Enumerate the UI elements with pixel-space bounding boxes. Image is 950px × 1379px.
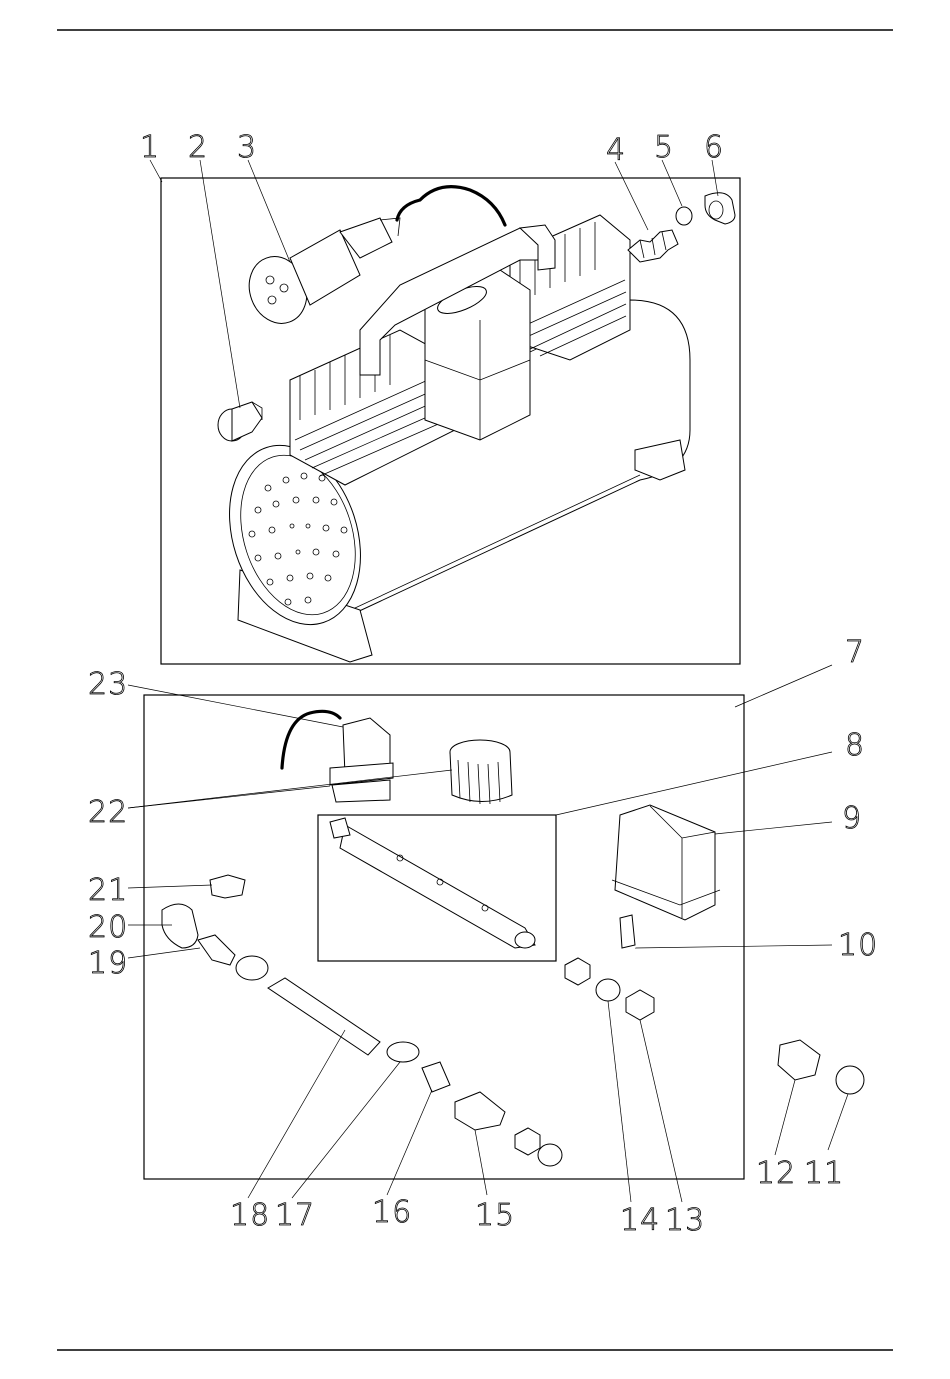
knob <box>450 740 512 804</box>
callout-5: 5 <box>654 130 674 165</box>
callout-20: 20 <box>88 910 128 945</box>
nipple-10 <box>620 915 635 948</box>
callout-18: 18 <box>230 1198 270 1233</box>
callout-22: 22 <box>88 795 128 830</box>
callout-3: 3 <box>237 130 257 165</box>
clamp-17 <box>387 1042 419 1062</box>
nipple-16 <box>422 1062 450 1092</box>
clamp <box>236 956 268 980</box>
washer-5 <box>676 207 692 225</box>
callout-14: 14 <box>620 1203 660 1238</box>
hose-18 <box>268 978 380 1055</box>
valve-15 <box>455 1092 505 1130</box>
accessories-frame <box>144 695 744 1179</box>
callout-7: 7 <box>845 635 865 670</box>
nut-lower <box>515 1128 540 1155</box>
washer-14 <box>596 979 620 1001</box>
callout-13: 13 <box>665 1203 705 1238</box>
callout-21: 21 <box>88 873 128 908</box>
coupler-19 <box>198 935 235 965</box>
callout-1: 1 <box>140 130 160 165</box>
callout-12: 12 <box>756 1156 796 1191</box>
callout-6: 6 <box>704 130 724 165</box>
pressure-switch-22-23 <box>282 711 393 802</box>
callout-4: 4 <box>606 133 626 168</box>
callout-17: 17 <box>275 1198 315 1233</box>
elbow-6 <box>705 193 735 224</box>
motor-box-9 <box>612 805 720 920</box>
coupling-12 <box>778 1040 820 1080</box>
callout-23: 23 <box>88 667 128 702</box>
nut-13 <box>626 990 654 1020</box>
nut-top <box>565 958 590 985</box>
compressor-cable <box>397 187 505 225</box>
callout-2: 2 <box>188 130 208 165</box>
callout-11: 11 <box>804 1156 844 1191</box>
callout-16: 16 <box>372 1195 412 1230</box>
callout-15: 15 <box>475 1198 515 1233</box>
washer-lower <box>538 1144 562 1166</box>
callout-8: 8 <box>845 728 865 763</box>
callout-9: 9 <box>842 801 862 836</box>
callout-19: 19 <box>88 946 128 981</box>
callout-10: 10 <box>838 928 878 963</box>
nipple-4 <box>628 230 678 262</box>
ring-11 <box>836 1066 864 1094</box>
tube-8 <box>330 818 535 948</box>
elbow-20 <box>162 904 198 948</box>
nipple-21 <box>210 875 245 898</box>
